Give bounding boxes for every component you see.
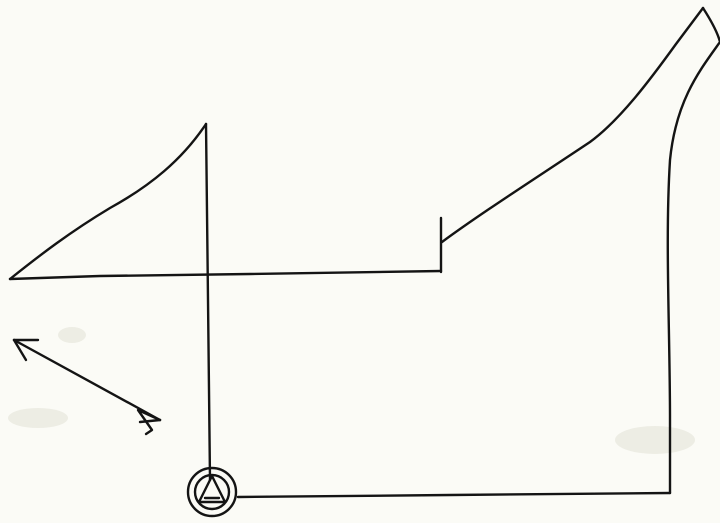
paper-smudge xyxy=(8,408,68,428)
vertical-post-line xyxy=(204,122,212,482)
double-headed-arrow xyxy=(12,338,162,436)
bottom-base-line xyxy=(236,491,672,499)
horizontal-floor-line xyxy=(8,269,443,281)
right-slanted-roof-line xyxy=(440,6,705,244)
right-curved-wall-line xyxy=(666,6,720,495)
circle-triangle-symbol xyxy=(186,466,238,518)
paper-smudge xyxy=(615,426,695,454)
left-slanted-roof-line xyxy=(8,122,208,281)
paper-smudge xyxy=(58,327,86,343)
